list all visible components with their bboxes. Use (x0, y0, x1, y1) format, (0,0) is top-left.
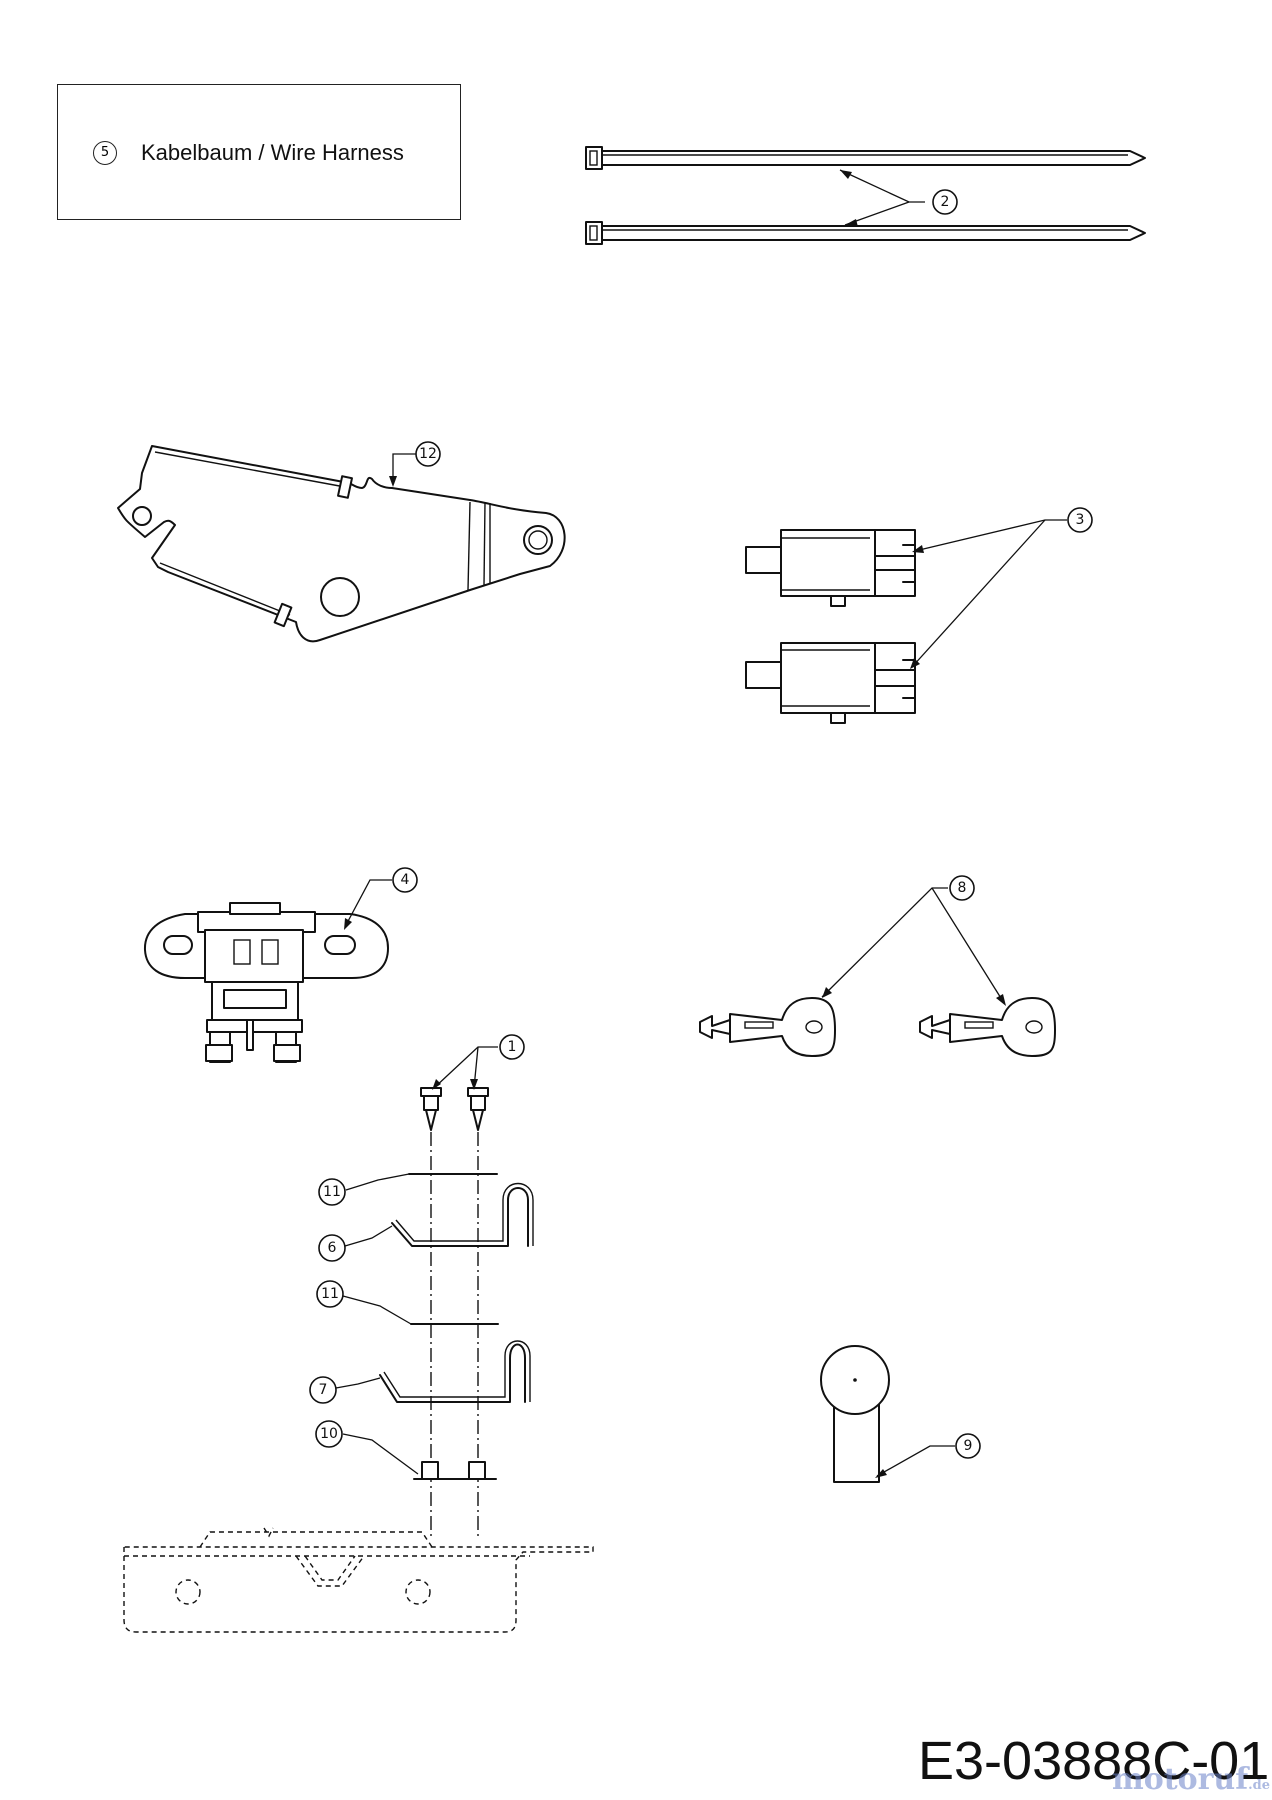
callout-11-lower: 11 (316, 1280, 412, 1325)
watermark-logo: motoruf.de (1112, 1762, 1270, 1797)
callout-7: 7 (309, 1376, 381, 1404)
callout-10-label: 10 (320, 1426, 338, 1442)
callout-4-label: 4 (401, 872, 410, 888)
plunger-switch-upper (745, 529, 916, 607)
spring-clip-7 (379, 1340, 531, 1403)
callout-9-label: 9 (964, 1438, 973, 1454)
cable-tie-lower (585, 221, 1146, 245)
legend-callout-number: 5 (93, 141, 117, 165)
watermark-tld: .de (1248, 1778, 1271, 1793)
cable-tie-upper (585, 146, 1146, 170)
bracket-part (117, 445, 566, 643)
callout-1: 1 (432, 1034, 525, 1090)
callout-12: 12 (389, 441, 441, 487)
callout-7-label: 7 (319, 1382, 328, 1398)
callout-1-label: 1 (508, 1039, 517, 1055)
nut-plate-10 (413, 1461, 497, 1480)
callout-6: 6 (318, 1225, 393, 1262)
ignition-key-right (919, 997, 1056, 1057)
watermark-brand: motoruf (1112, 1762, 1249, 1797)
ignition-key-left (699, 997, 836, 1057)
callout-12-label: 12 (419, 446, 437, 462)
solenoid-relay (143, 902, 389, 1063)
callout-6-label: 6 (328, 1240, 337, 1256)
callout-11-upper-label: 11 (323, 1184, 341, 1200)
callout-11-upper: 11 (318, 1173, 410, 1206)
callout-4: 4 (344, 867, 418, 930)
callout-11-lower-label: 11 (321, 1286, 339, 1302)
callout-3: 3 (910, 507, 1093, 669)
callout-9: 9 (875, 1433, 981, 1478)
bolt-right (467, 1087, 489, 1131)
key-tag (820, 1345, 890, 1483)
legend-box: 5 Kabelbaum / Wire Harness (57, 84, 461, 220)
mounting-panel (123, 1527, 594, 1633)
callout-10: 10 (315, 1420, 419, 1475)
callout-8: 8 (821, 875, 1006, 1006)
spring-clip-6 (391, 1183, 534, 1247)
drawing-number: E3-03888C-01 (918, 1731, 1270, 1791)
legend-label: Kabelbaum / Wire Harness (141, 140, 404, 165)
plunger-switch-lower (745, 642, 916, 724)
callout-2-label: 2 (941, 194, 950, 210)
callout-8-label: 8 (958, 880, 967, 896)
callout-3-label: 3 (1076, 512, 1085, 528)
bolt-left (420, 1087, 442, 1131)
callout-2: 2 (839, 169, 958, 227)
